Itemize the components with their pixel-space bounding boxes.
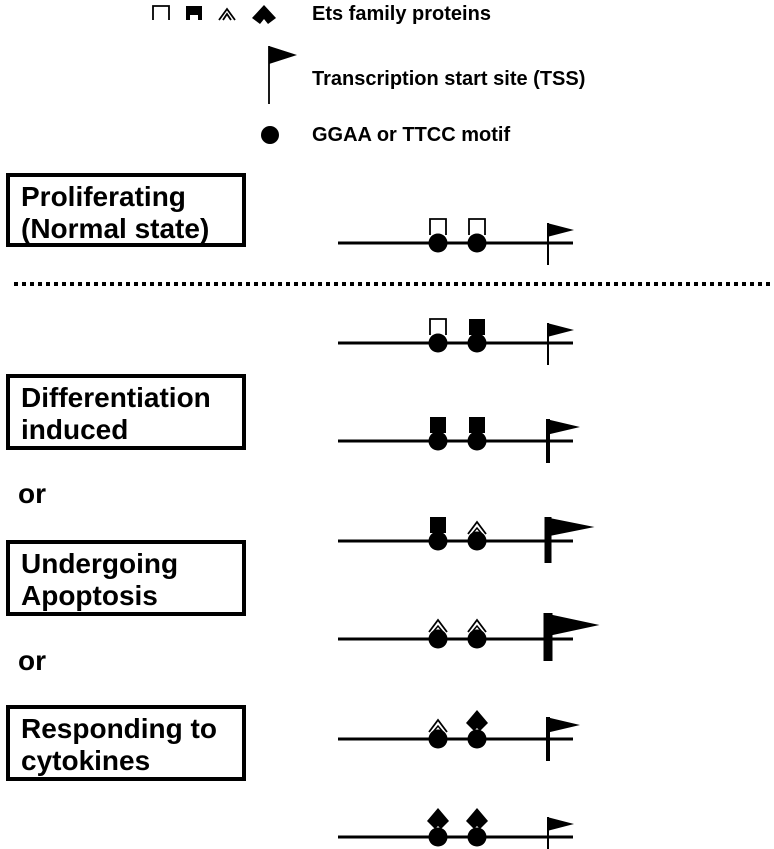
motif-dot	[428, 729, 448, 749]
motif-dot	[467, 629, 487, 649]
legend-ets-symbols	[152, 5, 276, 24]
motif-dot	[428, 531, 448, 551]
filled-diamond-icon	[252, 5, 276, 24]
filled-diamond-protein	[466, 808, 488, 829]
open-chevron-protein	[428, 618, 448, 633]
open-chevron-protein	[467, 618, 487, 633]
or-connector-2: or	[18, 645, 46, 676]
legend-tss-symbol	[268, 46, 297, 104]
tss-flag	[547, 323, 574, 337]
state-normal-line2: (Normal state)	[21, 213, 210, 244]
filled-diamond-protein	[466, 710, 488, 731]
filled-square-protein	[469, 319, 485, 335]
tss-flag	[544, 517, 595, 537]
motif-dot	[467, 729, 487, 749]
state-box-apoptosis: Undergoing Apoptosis	[6, 540, 246, 616]
state-box-cytokines: Responding to cytokines	[6, 705, 246, 781]
state-cytokines-line2: cytokines	[21, 745, 151, 776]
tss-flag	[547, 223, 574, 237]
state-differentiation-line1: Differentiation	[21, 382, 211, 413]
filled-square-protein	[430, 517, 446, 533]
motif-dot	[467, 333, 487, 353]
open-chevron-protein	[467, 520, 487, 535]
motif-dot	[467, 233, 487, 253]
open-chevron-protein	[428, 718, 448, 733]
tss-flag	[546, 419, 580, 435]
filled-square-protein	[469, 417, 485, 433]
state-cytokines-line1: Responding to	[21, 713, 217, 744]
state-apoptosis-line2: Apoptosis	[21, 580, 158, 611]
filled-diamond-protein	[427, 808, 449, 829]
promoter-rows	[338, 218, 600, 849]
promoter-row	[338, 218, 574, 265]
motif-dot	[428, 333, 448, 353]
motif-dot	[428, 233, 448, 253]
filled-square-icon	[186, 6, 202, 20]
legend-ets-label: Ets family proteins	[312, 3, 491, 25]
filled-square-protein	[430, 417, 446, 433]
legend-motif-label: GGAA or TTCC motif	[312, 124, 511, 146]
state-box-normal: Proliferating (Normal state)	[6, 173, 246, 247]
open-square-protein	[429, 318, 447, 335]
tss-flag-icon	[269, 46, 297, 64]
state-box-differentiation: Differentiation induced	[6, 374, 246, 450]
or-connector-1: or	[18, 478, 46, 509]
promoter-row	[338, 417, 580, 463]
promoter-row	[338, 710, 580, 761]
open-chevron-icon	[218, 7, 236, 21]
motif-dot	[467, 431, 487, 451]
motif-dot	[428, 431, 448, 451]
promoter-row	[338, 517, 595, 563]
promoter-row	[338, 613, 600, 661]
promoter-row	[338, 808, 574, 849]
open-square-icon	[152, 5, 170, 20]
tss-flag	[543, 613, 600, 637]
motif-dot	[428, 629, 448, 649]
state-apoptosis-line1: Undergoing	[21, 548, 179, 579]
legend-tss-label: Transcription start site (TSS)	[312, 68, 586, 90]
open-square-protein	[429, 218, 447, 235]
open-square-protein	[468, 218, 486, 235]
motif-dot-icon	[261, 126, 279, 144]
motif-dot	[467, 827, 487, 847]
motif-dot	[428, 827, 448, 847]
promoter-row	[338, 318, 574, 365]
motif-dot	[467, 531, 487, 551]
state-normal-line1: Proliferating	[21, 181, 186, 212]
tss-flag	[547, 817, 574, 831]
tss-flag	[546, 717, 580, 733]
state-differentiation-line2: induced	[21, 414, 129, 445]
